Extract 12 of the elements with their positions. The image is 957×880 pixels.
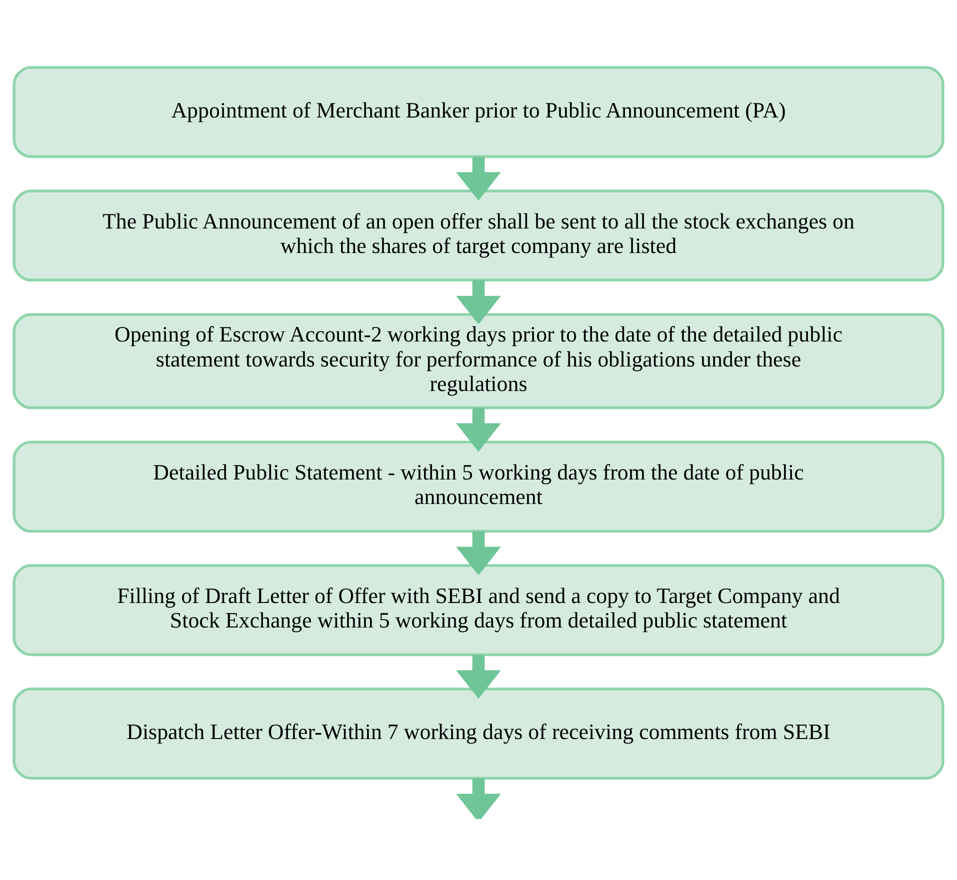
node-box: Filling of Draft Letter of Offer with SEBI and send a copy to Target Company and Stock Exchange within 5 working days from detailed public statement [12,564,944,656]
arrow [456,407,501,452]
arrow [456,156,501,200]
arrow [456,531,501,575]
node-box: Opening of Escrow Account-2 working days prior to the date of the detailed public statement towards security for performance of his obligations under these regulations [12,312,944,409]
node-box: Appointment of Merchant Banker prior to Public Announcement (PA) [12,66,944,158]
arrow [456,778,501,818]
arrow [456,280,501,324]
node-box: Dispatch Letter Offer-Within 7 working days of receiving comments from SEBI [12,687,944,780]
node-box: The Public Announcement of an open offer shall be sent to all the stock exchanges on which the shares of target company are listed [12,189,944,282]
arrow [456,654,501,698]
node-box: Detailed Public Statement - within 5 working days from the date of public announcement [12,440,944,532]
